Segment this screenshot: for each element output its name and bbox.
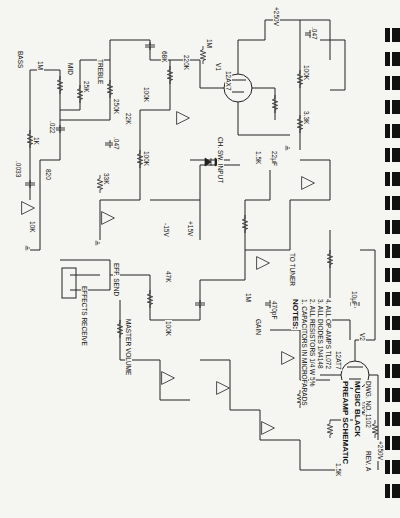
schematic-label: 2. ALL RESISTORS 1/4 W 5% [309, 298, 316, 387]
schematic-label: 10K [29, 220, 36, 234]
schematic-label: 820 [45, 168, 52, 181]
schematic-label: MASTER VOLUME [125, 318, 132, 376]
schematic-label: +250V [377, 440, 384, 461]
schematic-label: 100K [143, 86, 150, 103]
schematic-label: 10μF [351, 290, 358, 307]
schematic-label: 1M [245, 292, 252, 303]
schematic-label: 12AX7 [225, 70, 232, 92]
schematic-label: TO TUNER [289, 252, 296, 287]
schematic-label: 12AT7 [335, 350, 342, 371]
schematic-label: -15V [163, 222, 170, 238]
schematic-label: +250V [273, 6, 280, 27]
schematic-label: .047 [311, 26, 318, 41]
schematic-label: TREBLE [97, 58, 104, 85]
schematic-label: 1K [33, 136, 40, 146]
schematic-label: 220K [183, 54, 190, 71]
schematic-label: 1.5K [255, 150, 262, 165]
schematic-label: 3.3K [303, 110, 310, 125]
schematic-label: .047 [113, 136, 120, 151]
schematic-label: 25K [83, 80, 90, 94]
schematic-label: 100K [143, 150, 150, 167]
schematic-label: GAIN [255, 318, 262, 336]
schematic-label: 4. ALL OP-AMPS TL072 [325, 298, 332, 370]
schematic-label: EFFECTS RECEIVE [81, 285, 88, 347]
schematic-label: 68K [161, 50, 168, 64]
schematic-label: CH. SW. INPUT [217, 136, 224, 184]
schematic-label: 22K [125, 112, 132, 126]
schematic-label: REV. A [365, 450, 372, 472]
schematic-label: +15V [187, 220, 194, 237]
schematic-label: BASS [17, 50, 24, 69]
schematic-label: 250K [113, 98, 120, 115]
schematic-label: 100K [165, 320, 172, 337]
schematic-label: 470pF [271, 300, 278, 320]
title-text: PREAMP SCHEMATIC [341, 380, 350, 465]
schematic-label: 3. ALL DIODES 1N4148 [317, 298, 324, 370]
schematic-label: DWG. NO. 1102 [365, 380, 372, 429]
schematic-label: .022 [49, 120, 56, 135]
schematic-label: MID [67, 62, 74, 76]
schematic-label: 1M [206, 38, 213, 49]
title-text: MUSIC BLACK [353, 380, 362, 438]
schematic-label: 1. CAPACITORS IN MICROFARADS [301, 298, 308, 407]
schematic-label: 100K [303, 64, 310, 81]
schematic-label: 22μF [271, 150, 278, 167]
schematic-label: 33K [103, 172, 110, 186]
schematic-label: 1M [37, 60, 44, 71]
schematic-label: 47K [165, 270, 172, 284]
schematic-label: EFF. SEND [113, 262, 120, 297]
schematic-label: V2 [359, 332, 366, 342]
title-text: NOTES: [291, 298, 300, 330]
schematic-label: V1 [215, 62, 222, 72]
schematic-label: .0033 [15, 160, 22, 178]
